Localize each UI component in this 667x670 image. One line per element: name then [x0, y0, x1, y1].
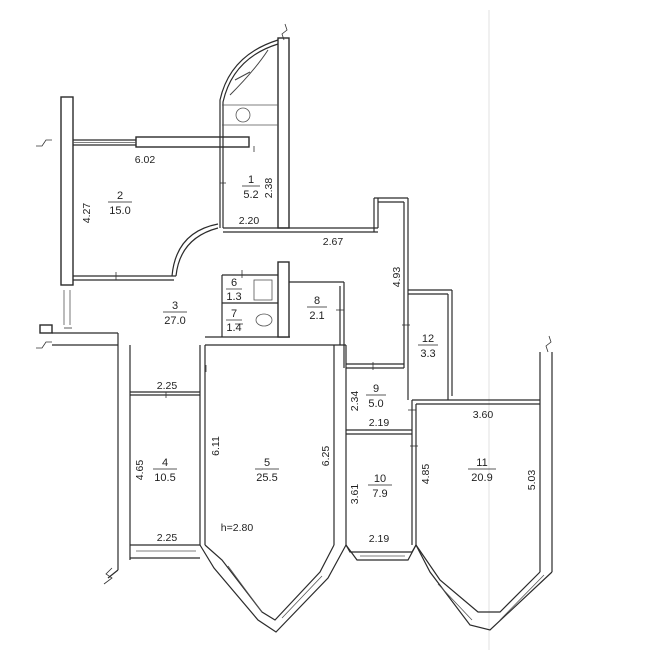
room-11-label: 11 20.9 [468, 457, 496, 484]
dim-2-19-bottom: 2.19 [369, 533, 390, 545]
room-8-label: 8 2.1 [307, 295, 327, 322]
dim-2-25-bottom: 2.25 [157, 532, 178, 544]
dim-2-20: 2.20 [239, 215, 260, 227]
svg-text:6: 6 [231, 277, 237, 289]
svg-text:2.1: 2.1 [309, 310, 324, 322]
windows [63, 142, 545, 621]
dimension-labels: 6.02 4.27 2.38 2.20 2.67 4.93 2.25 2.25 … [81, 154, 538, 545]
dim-2-34: 2.34 [349, 391, 361, 412]
room-3-label: 3 27.0 [163, 300, 187, 327]
svg-text:12: 12 [422, 333, 434, 345]
balcony-door-arc [229, 49, 269, 96]
break-marker-left-mid [36, 341, 52, 349]
break-marker-left-top [36, 139, 52, 147]
wall-left-room2 [60, 96, 74, 286]
room-9-label: 9 5.0 [366, 383, 386, 410]
svg-text:2: 2 [117, 190, 123, 202]
svg-text:5.2: 5.2 [243, 189, 258, 201]
svg-text:27.0: 27.0 [164, 315, 185, 327]
svg-text:15.0: 15.0 [109, 205, 130, 217]
dim-4-27: 4.27 [81, 203, 93, 224]
room-7-label: 7 1.4 [226, 308, 242, 334]
wall-central-vertical [277, 37, 290, 229]
svg-text:7.9: 7.9 [372, 488, 387, 500]
drain-icon [235, 107, 251, 123]
room-4-label: 4 10.5 [153, 457, 177, 484]
svg-text:20.9: 20.9 [471, 472, 492, 484]
fixtures [222, 49, 278, 327]
svg-text:4: 4 [162, 457, 168, 469]
dim-4-65: 4.65 [134, 460, 146, 481]
svg-text:1: 1 [248, 174, 254, 186]
break-marker-bottom-left [103, 567, 113, 585]
wall-top-room2 [135, 136, 250, 148]
svg-text:9: 9 [373, 383, 379, 395]
svg-text:3.3: 3.3 [420, 348, 435, 360]
dim-2-25-top: 2.25 [157, 380, 178, 392]
svg-text:3: 3 [172, 300, 178, 312]
room-5-label: 5 25.5 [255, 457, 279, 484]
room-12-label: 12 3.3 [418, 333, 438, 360]
room-labels: 1 5.2 2 15.0 3 27.0 4 10.5 5 25.5 [108, 174, 496, 500]
dim-6-02: 6.02 [135, 154, 156, 166]
dim-5-03: 5.03 [526, 470, 538, 491]
svg-text:10.5: 10.5 [154, 472, 175, 484]
room-6-label: 6 1.3 [226, 277, 242, 303]
walls [39, 37, 553, 633]
room-1-label: 1 5.2 [242, 174, 260, 201]
svg-text:7: 7 [231, 308, 237, 320]
dim-2-19-top: 2.19 [369, 417, 390, 429]
dim-2-67: 2.67 [323, 236, 344, 248]
dim-6-25: 6.25 [320, 446, 332, 467]
break-marker-right [545, 335, 552, 353]
dim-2-38: 2.38 [263, 178, 275, 199]
ceiling-height-label: h=2.80 [221, 522, 254, 534]
svg-text:1.4: 1.4 [226, 322, 241, 334]
svg-text:1.3: 1.3 [226, 291, 241, 303]
svg-text:25.5: 25.5 [256, 472, 277, 484]
svg-text:5.0: 5.0 [368, 398, 383, 410]
svg-text:5: 5 [264, 457, 270, 469]
svg-text:11: 11 [476, 457, 487, 469]
svg-text:8: 8 [314, 295, 320, 307]
sink-icon [255, 313, 273, 327]
room-10-label: 10 7.9 [368, 473, 392, 500]
break-marker-top [281, 23, 288, 41]
dim-3-60: 3.60 [473, 409, 494, 421]
svg-text:10: 10 [374, 473, 386, 485]
dim-3-61: 3.61 [349, 484, 361, 505]
dim-4-93: 4.93 [391, 267, 403, 288]
break-markers [36, 23, 552, 585]
room-2-label: 2 15.0 [108, 190, 132, 217]
dim-6-11: 6.11 [210, 436, 222, 456]
dimension-ticks [64, 146, 418, 447]
toilet-icon [253, 279, 273, 301]
dim-4-85: 4.85 [420, 464, 432, 485]
